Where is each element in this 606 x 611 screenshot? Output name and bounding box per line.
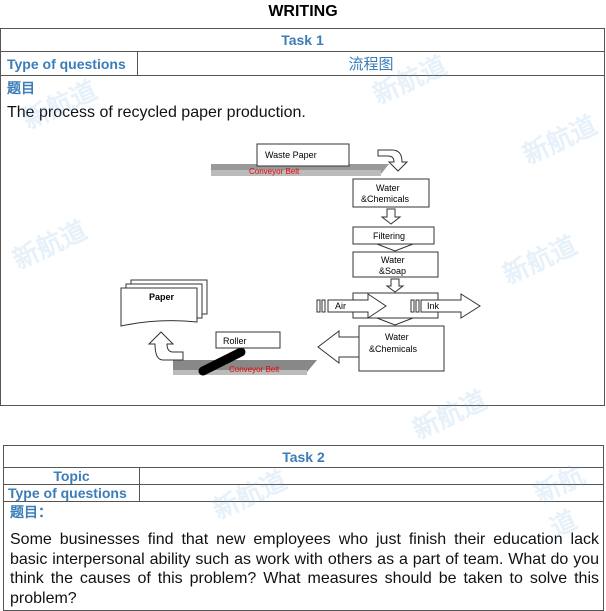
chemicals-label-2: &Chemicals xyxy=(369,344,418,354)
soap-label: &Soap xyxy=(379,266,406,276)
water-label-1: Water xyxy=(376,183,400,193)
down-arrow-icon xyxy=(385,278,405,293)
task2-type-value xyxy=(139,484,604,502)
task1-prompt: The process of recycled paper production… xyxy=(7,104,306,121)
roller-label: Roller xyxy=(223,336,247,346)
paper-label: Paper xyxy=(149,292,175,302)
task1-type-label: Type of questions xyxy=(0,51,138,76)
air-label: Air xyxy=(335,301,346,311)
task1-title: Task 1 xyxy=(0,28,605,52)
task2-title: Task 2 xyxy=(3,445,604,468)
roller-icon xyxy=(198,347,246,376)
chemicals-label-1: &Chemicals xyxy=(361,194,410,204)
left-arrow-icon xyxy=(317,329,360,365)
air-arrow-icon xyxy=(327,293,387,319)
waste-paper-label: Waste Paper xyxy=(265,150,317,160)
task1-type-value: 流程图 xyxy=(137,51,605,76)
ink-arrow-icon xyxy=(420,293,481,319)
filtering-label: Filtering xyxy=(373,231,405,241)
conveyor-belt-top-label: Conveyor Belt xyxy=(249,167,300,176)
water-label-2: Water xyxy=(381,255,405,265)
task2-topic-value xyxy=(139,467,604,485)
task2-topic-label: Topic xyxy=(3,467,140,485)
up-curve-arrow-icon xyxy=(147,331,184,361)
task2-prompt: Some businesses find that new employees … xyxy=(10,531,599,607)
task1-prompt-label: 题目 xyxy=(7,80,35,96)
task2-type-label: Type of questions xyxy=(3,484,140,502)
paper-stack-icon xyxy=(120,287,198,327)
page-heading: WRITING xyxy=(268,3,338,20)
task2-prompt-label: 题目： xyxy=(10,504,52,520)
flowchart-diagram: Conveyor Belt Waste Paper Water &Chemica… xyxy=(120,143,481,376)
down-arrow-icon xyxy=(380,208,402,225)
conveyor-belt-bottom-label: Conveyor Belt xyxy=(229,365,280,374)
task2-table: Task 2 Topic Type of questions 题目： Some … xyxy=(3,445,604,611)
water-label-3: Water xyxy=(385,332,409,342)
ink-label: Ink xyxy=(427,301,440,311)
curve-arrow-icon xyxy=(377,149,409,172)
